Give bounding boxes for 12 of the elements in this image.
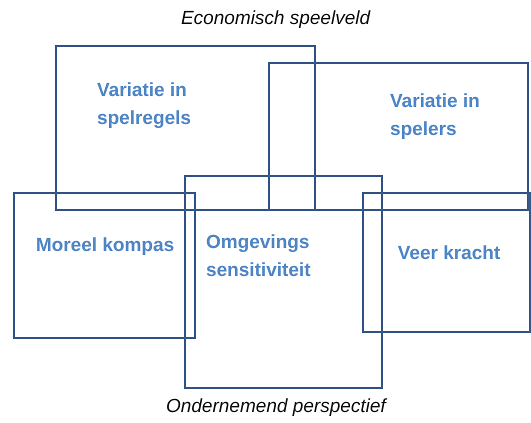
concept-box (184, 175, 383, 389)
box-label: Variatie in spelers (390, 90, 481, 142)
concept-box (362, 192, 531, 333)
box-label: Veer kracht (396, 242, 502, 266)
concept-box (268, 62, 529, 211)
box-label: Moreel kompas (35, 234, 175, 258)
concept-box (55, 45, 316, 211)
box-label: Variatie in spelregels (97, 79, 192, 131)
diagram-title: Economisch speelveld (181, 8, 370, 30)
diagram-caption: Ondernemend perspectief (166, 396, 386, 418)
box-label: Omgevings sensitiviteit (206, 231, 312, 283)
concept-box (13, 192, 196, 339)
